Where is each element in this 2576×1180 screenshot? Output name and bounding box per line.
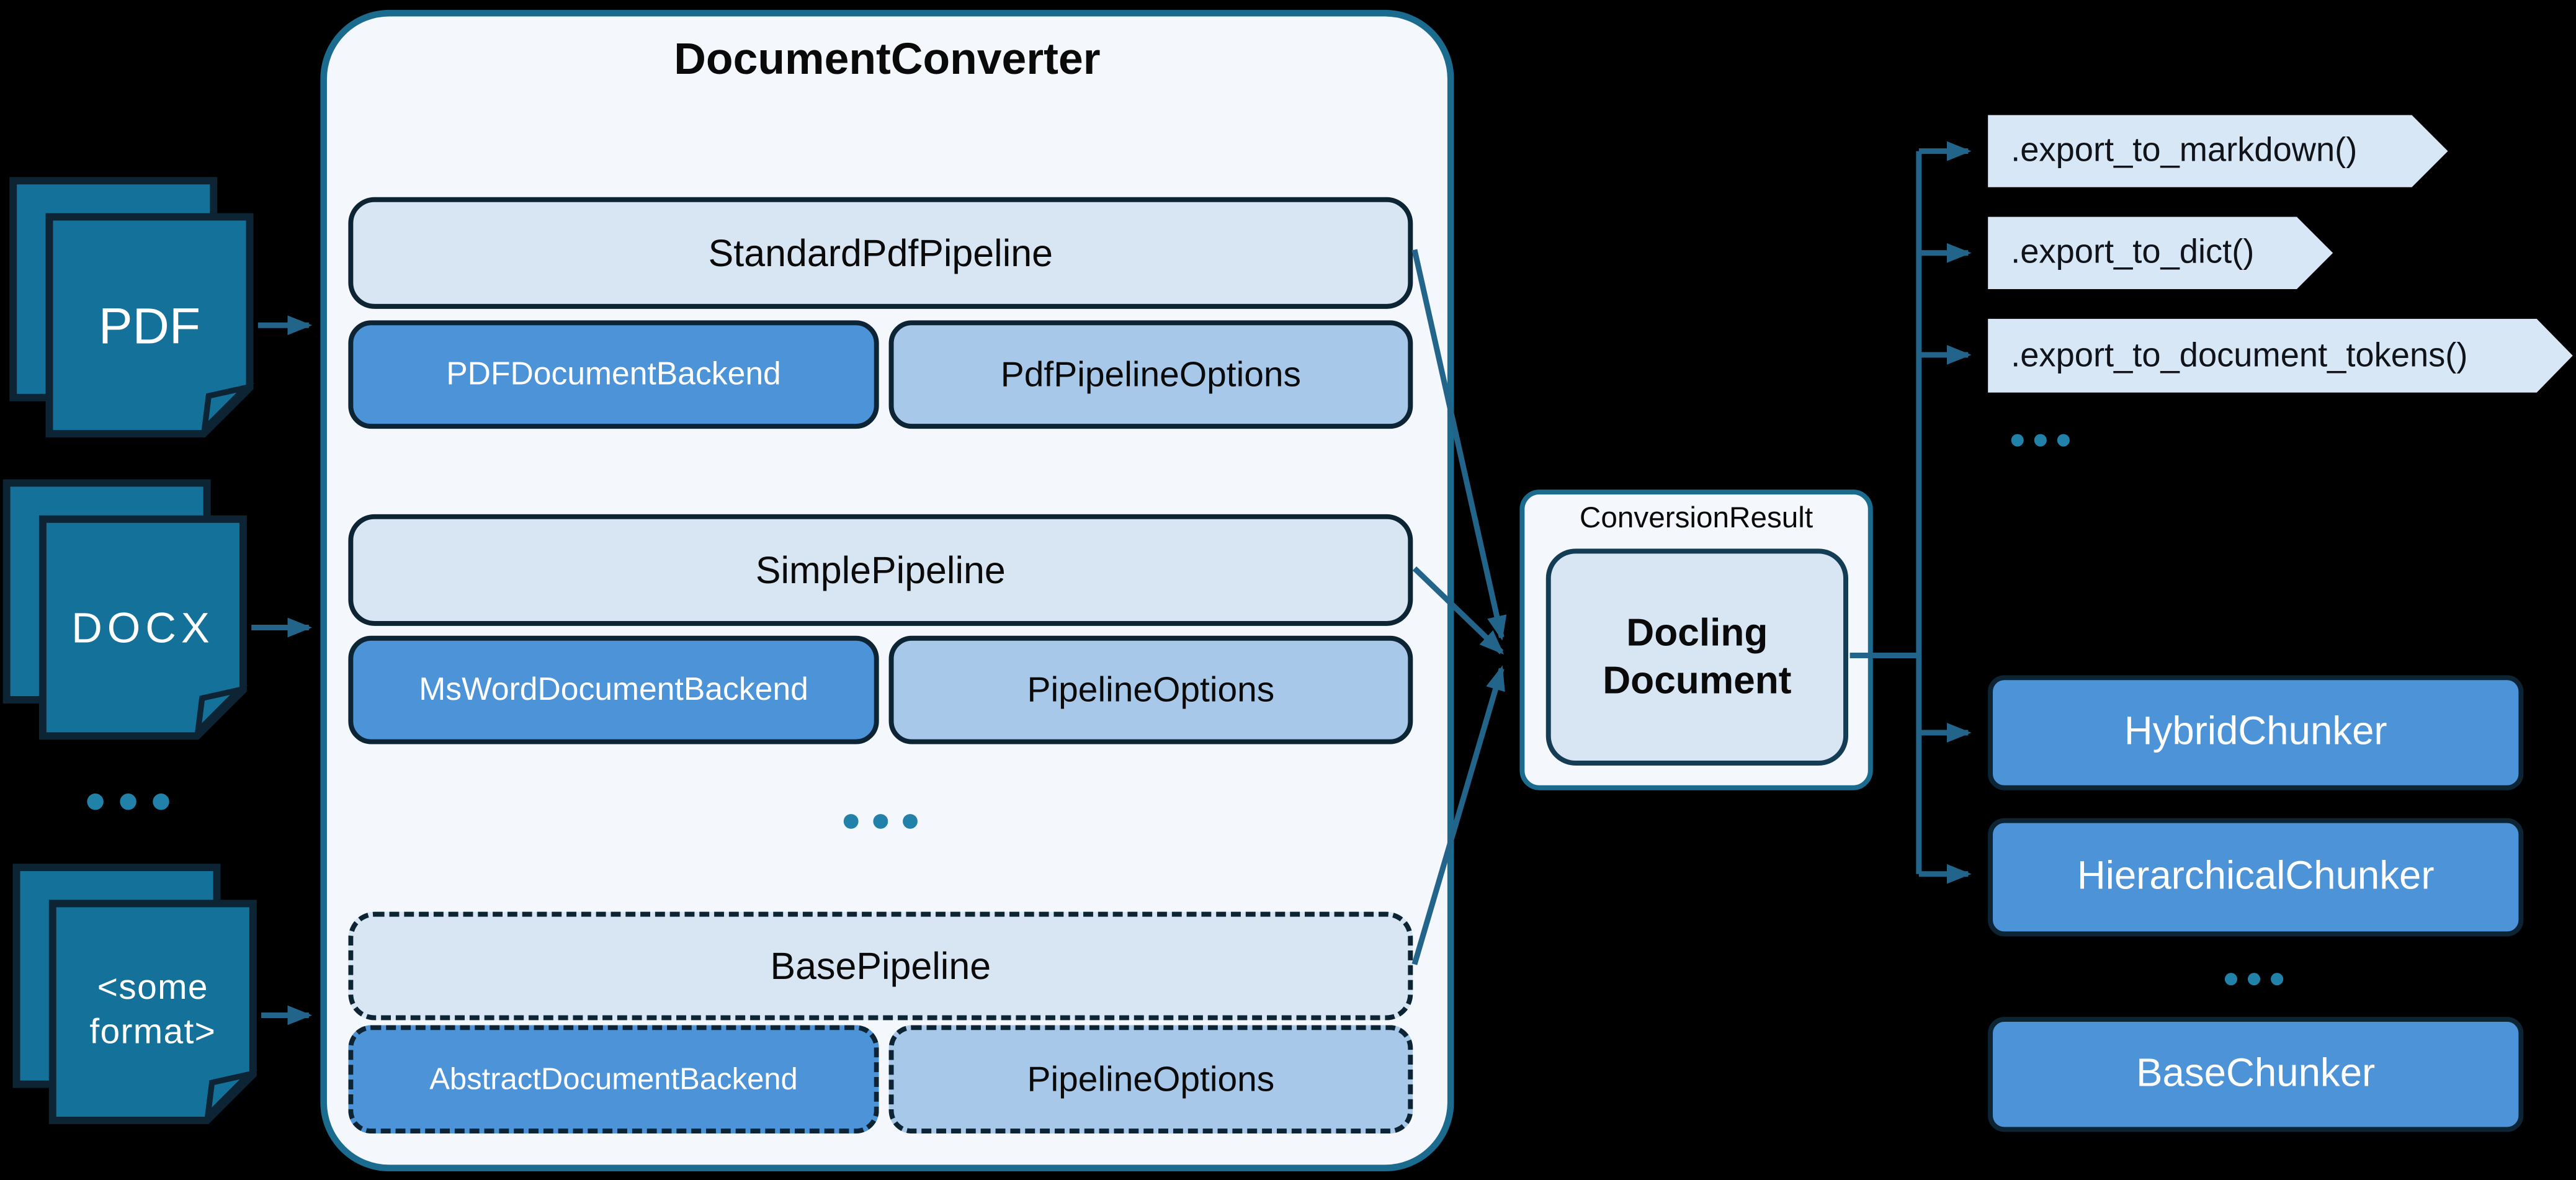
msword-document-backend-box: MsWordDocumentBackend bbox=[348, 635, 879, 744]
abstract-pipeline-options-box: PipelineOptions bbox=[888, 1025, 1413, 1134]
export-to-document-tokens-chevron: .export_to_document_tokens() bbox=[1988, 319, 2573, 393]
abstract-document-backend-box: AbstractDocumentBackend bbox=[348, 1025, 879, 1134]
hybrid-chunker-box: HybridChunker bbox=[1988, 675, 2524, 790]
inputs-ellipsis-icon bbox=[87, 793, 169, 810]
simple-pipeline-box: SimplePipeline bbox=[348, 514, 1413, 626]
standard-pdf-pipeline-box: StandardPdfPipeline bbox=[348, 197, 1413, 309]
pipeline-options-box: PipelineOptions bbox=[888, 635, 1413, 744]
pdf-label: PDF bbox=[99, 298, 200, 354]
base-pipeline-box: BasePipeline bbox=[348, 911, 1413, 1021]
base-chunker-box: BaseChunker bbox=[1988, 1017, 2524, 1132]
docx-documents-icon: DOCX bbox=[2, 479, 248, 740]
pdf-document-backend-box: PDFDocumentBackend bbox=[348, 320, 879, 429]
some-format-label-line2: format> bbox=[89, 1011, 216, 1051]
export-to-markdown-chevron: .export_to_markdown() bbox=[1988, 115, 2448, 187]
docx-label: DOCX bbox=[71, 604, 215, 651]
docling-document-line1: Docling bbox=[1626, 611, 1768, 654]
pdf-documents-icon: PDF bbox=[9, 177, 255, 438]
chunkers-ellipsis-icon bbox=[2224, 973, 2284, 986]
some-format-documents-icon: <some format> bbox=[12, 864, 258, 1124]
docling-document-box: Docling Document bbox=[1545, 548, 1848, 766]
some-format-label-line1: <some bbox=[97, 967, 208, 1007]
docling-document-line2: Document bbox=[1603, 658, 1792, 702]
exports-ellipsis-icon bbox=[2011, 434, 2070, 447]
hierarchical-chunker-box: HierarchicalChunker bbox=[1988, 818, 2524, 937]
export-to-dict-chevron: .export_to_dict() bbox=[1988, 217, 2333, 290]
document-converter-title: DocumentConverter bbox=[674, 34, 1101, 83]
pdf-pipeline-options-box: PdfPipelineOptions bbox=[888, 320, 1413, 429]
conversion-result-label: ConversionResult bbox=[1579, 500, 1813, 534]
